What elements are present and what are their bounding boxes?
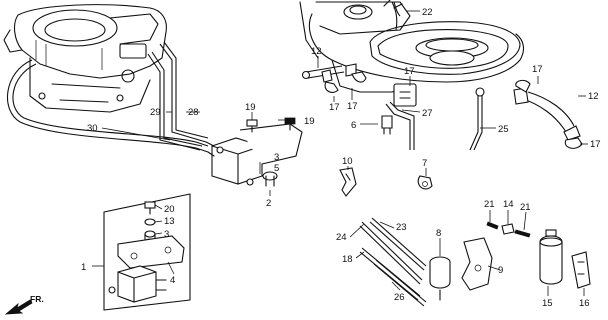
callout-17-a: 17 <box>329 102 340 113</box>
callout-25: 25 <box>498 124 509 135</box>
callout-27: 27 <box>422 108 433 119</box>
arrow-icon <box>4 299 33 315</box>
callout-19-right: 19 <box>304 116 315 127</box>
callout-7: 7 <box>422 158 427 169</box>
callout-9: 9 <box>498 265 503 276</box>
callout-29: 29 <box>150 107 161 118</box>
check-valve-8 <box>429 256 451 301</box>
hose-12-left <box>301 63 357 93</box>
callout-17-b: 17 <box>347 101 358 112</box>
callout-14: 14 <box>503 199 514 210</box>
canister-15 <box>539 229 563 285</box>
callout-24: 24 <box>336 232 347 243</box>
callout-28: 28 <box>188 107 199 118</box>
direction-label: FR. <box>30 294 44 304</box>
clamp-17-pair <box>324 71 367 93</box>
callout-18: 18 <box>342 254 353 265</box>
callout-22: 22 <box>422 7 433 18</box>
front-direction-arrow: FR. <box>4 294 44 315</box>
callout-13: 13 <box>164 216 175 227</box>
callout-10: 10 <box>342 156 353 167</box>
callout-3-lower: 3 <box>164 229 169 240</box>
callout-17-c: 17 <box>404 66 415 77</box>
callout-2: 2 <box>266 198 271 209</box>
joint-14 <box>501 223 515 235</box>
bolt-19-right <box>284 117 296 131</box>
vacuum-hoses-left <box>6 41 209 153</box>
callout-20: 20 <box>164 204 175 215</box>
callout-12-left: 12 <box>311 46 322 57</box>
callout-1: 1 <box>81 262 86 273</box>
carburetor-assembly <box>3 4 167 113</box>
housing-hoses <box>385 87 485 151</box>
hose-12-right <box>513 87 581 141</box>
callout-5: 5 <box>274 163 279 174</box>
callout-30: 30 <box>87 123 98 134</box>
solenoid-valve-1 <box>108 265 167 303</box>
clamp-7 <box>417 175 433 190</box>
callout-26: 26 <box>394 292 405 303</box>
tube-21-left <box>486 221 499 230</box>
callout-17-d: 17 <box>532 64 543 75</box>
tube-21-right <box>514 229 531 238</box>
callout-15: 15 <box>542 298 553 309</box>
exploded-box <box>103 193 191 311</box>
clip-10 <box>339 167 357 197</box>
fitting-6 <box>381 115 393 135</box>
callout-21-right: 21 <box>520 202 531 213</box>
air-cleaner-housing <box>299 0 525 107</box>
clamp-17-right-lower <box>564 137 583 149</box>
bracket-9 <box>461 237 493 291</box>
bolt-20 <box>144 201 156 215</box>
washer-13 <box>144 218 156 226</box>
clamp-17-right-upper <box>515 79 531 93</box>
callout-6: 6 <box>351 120 356 131</box>
hose-22 <box>393 1 401 17</box>
hose-set <box>359 217 427 307</box>
solenoid-valve-assembly-upper <box>205 123 303 187</box>
callout-12-right: 12 <box>588 91 599 102</box>
callouts: 1 2 3 3 4 5 6 7 8 9 10 12 12 13 14 15 16… <box>81 7 601 309</box>
bracket-4 <box>117 235 185 269</box>
bracket-16 <box>571 251 591 289</box>
callout-16: 16 <box>579 298 590 309</box>
leader-lines <box>92 10 588 296</box>
callout-8: 8 <box>436 228 441 239</box>
callout-17-e: 17 <box>590 139 601 150</box>
callout-23: 23 <box>396 222 407 233</box>
callout-3-upper: 3 <box>274 152 279 163</box>
callout-4: 4 <box>170 275 175 286</box>
callout-19-left: 19 <box>245 102 256 113</box>
callout-21-left: 21 <box>484 199 495 210</box>
